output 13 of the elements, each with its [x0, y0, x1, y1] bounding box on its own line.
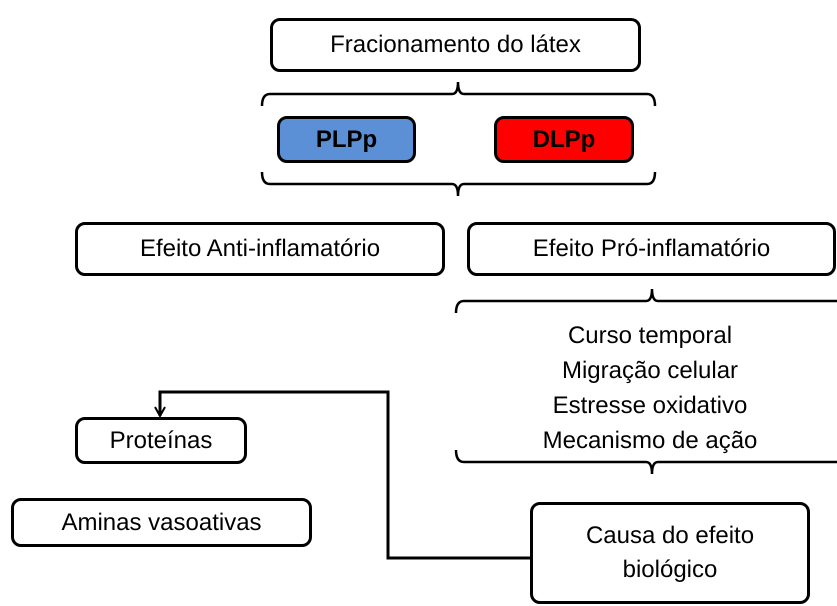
process-box: PLPp [277, 116, 416, 163]
process-box: Efeito Anti-inflamatório [75, 222, 445, 276]
list-item: Estresse oxidativo [552, 391, 748, 421]
arrow [154, 390, 530, 560]
list-item: Mecanismo de ação [542, 426, 758, 456]
process-box: Causa do efeito biológico [530, 502, 810, 604]
process-box: Aminas vasoativas [11, 498, 312, 547]
process-box: Efeito Pró-inflamatório [467, 222, 836, 276]
process-box: Proteínas [75, 417, 247, 464]
list-item: Curso temporal [568, 321, 732, 351]
process-box: DLPp [494, 116, 634, 163]
process-box: Fracionamento do látex [270, 18, 641, 72]
list-item: Migração celular [562, 356, 738, 386]
